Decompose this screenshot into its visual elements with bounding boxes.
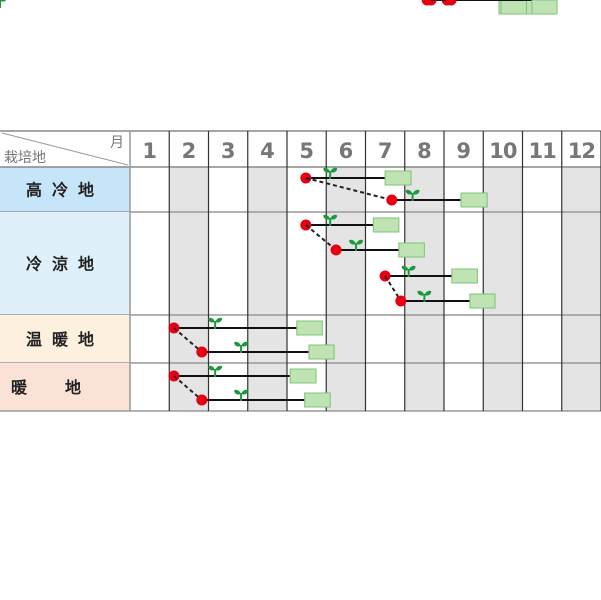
region-cell-bg — [0, 167, 130, 212]
harvest-box — [308, 344, 335, 360]
sprout-leaf — [241, 389, 249, 395]
sprout-leaf — [215, 317, 223, 323]
sprout-leaf — [408, 265, 416, 271]
month-label-10: 10 — [489, 139, 517, 163]
corner-region-label: 栽培地 — [4, 150, 46, 166]
month-label-7: 7 — [378, 139, 393, 163]
sowing-dot — [445, 0, 457, 6]
sprout-icon — [401, 265, 416, 277]
sprout-leaf — [215, 365, 223, 371]
sowing-dot — [386, 194, 398, 206]
sprout-leaf — [405, 189, 413, 195]
sprout-leaf — [330, 167, 338, 173]
harvest-box — [384, 170, 412, 186]
region-label: 高冷地 — [26, 181, 104, 200]
harvest-box — [500, 0, 527, 15]
region-cell-bg — [0, 363, 130, 411]
harvest-box — [289, 368, 317, 384]
sowing-range-link — [173, 375, 203, 401]
sprout-icon — [208, 365, 223, 377]
sprout-leaf — [323, 214, 331, 220]
sprout-leaf — [0, 0, 6, 2]
grey-column-4 — [247, 167, 287, 411]
sprout-icon — [323, 167, 338, 179]
sowing-dot — [196, 346, 208, 358]
sprout-icon — [234, 341, 249, 353]
sprout-leaf — [234, 389, 242, 395]
region-label: 冷涼地 — [26, 255, 104, 274]
sowing-dot — [196, 394, 208, 406]
grey-column-10 — [483, 167, 523, 411]
sprout-icon — [234, 389, 249, 401]
sprout-leaf — [208, 365, 216, 371]
harvest-box — [531, 0, 558, 15]
sprout-leaf — [323, 167, 331, 173]
grey-column-2 — [169, 167, 209, 411]
region-cell-bg — [0, 212, 130, 315]
sprout-icon — [417, 290, 432, 302]
harvest-box — [372, 217, 400, 233]
sprout-icon — [0, 0, 6, 8]
sprout-leaf — [417, 290, 425, 296]
sowing-range-link — [305, 177, 393, 201]
sowing-dot — [395, 295, 407, 307]
month-label-12: 12 — [568, 139, 595, 163]
sowing-dot — [425, 0, 437, 6]
month-label-11: 11 — [529, 139, 557, 163]
month-label-5: 5 — [299, 139, 314, 163]
sprout-leaf — [241, 341, 249, 347]
sprout-leaf — [356, 239, 364, 245]
month-label-8: 8 — [417, 139, 432, 163]
region-label: 温暖地 — [25, 330, 104, 349]
sprout-leaf — [330, 214, 338, 220]
harvest-box — [296, 320, 323, 336]
sprout-icon — [349, 239, 364, 251]
corner-diagonal — [1, 132, 129, 166]
grey-column-12 — [561, 167, 601, 411]
sprout-leaf — [401, 265, 409, 271]
sprout-leaf — [349, 239, 357, 245]
month-label-9: 9 — [456, 139, 471, 163]
sprout-leaf — [234, 341, 242, 347]
sowing-dot — [330, 244, 342, 256]
sprout-leaf — [412, 189, 420, 195]
grey-column-8 — [404, 167, 444, 411]
sprout-leaf — [424, 290, 432, 296]
harvest-box — [398, 242, 425, 258]
sprout-icon — [208, 317, 223, 329]
sprout-leaf — [208, 317, 216, 323]
month-label-4: 4 — [260, 139, 275, 163]
harvest-box — [304, 392, 331, 408]
harvest-box — [460, 192, 488, 208]
corner-month-label: 月 — [110, 135, 124, 151]
month-label-2: 2 — [182, 139, 197, 163]
sowing-range-link — [173, 327, 203, 353]
region-label: 暖地 — [11, 378, 119, 397]
sprout-icon — [323, 214, 338, 226]
month-label-3: 3 — [221, 139, 236, 163]
harvest-box — [451, 268, 478, 284]
month-label-1: 1 — [142, 139, 157, 163]
sprout-icon — [405, 189, 420, 201]
harvest-box — [469, 293, 496, 309]
month-label-6: 6 — [339, 139, 354, 163]
region-cell-bg — [0, 315, 130, 363]
grey-column-6 — [326, 167, 366, 411]
